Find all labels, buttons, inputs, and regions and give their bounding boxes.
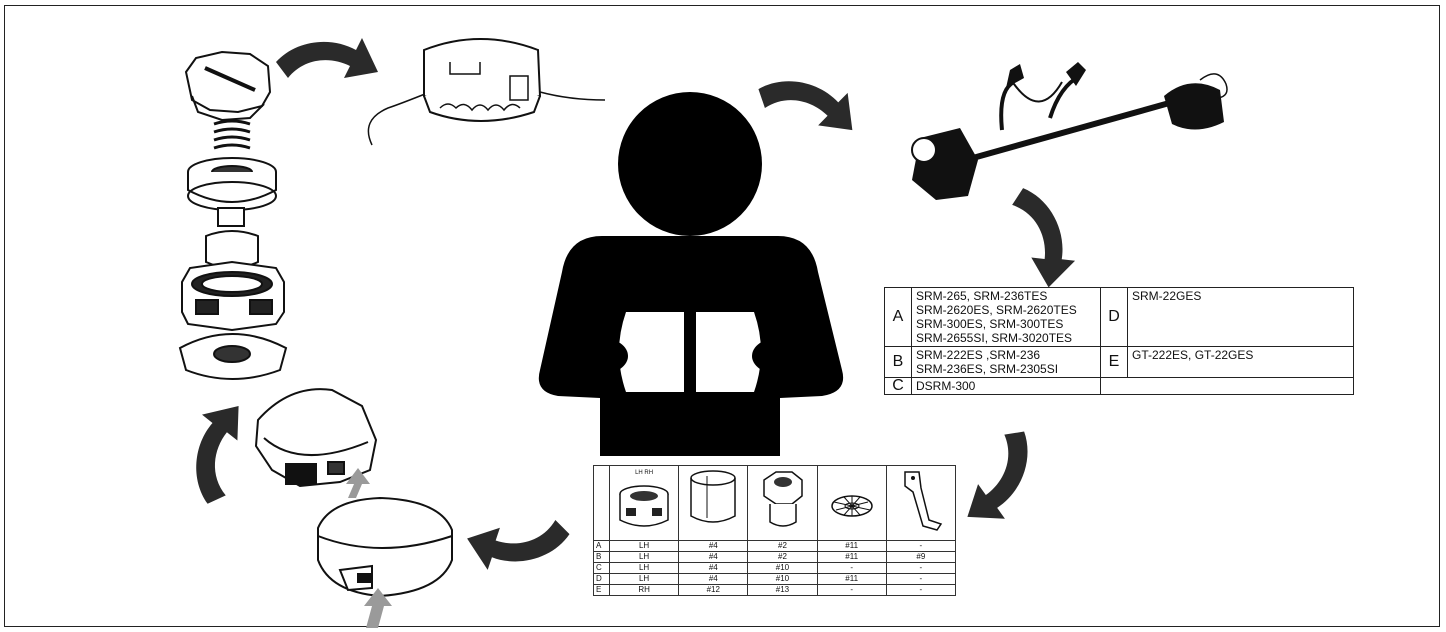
head-cap-insert-icon bbox=[318, 498, 452, 596]
empty-cell bbox=[594, 466, 610, 541]
model-key: A bbox=[885, 288, 912, 347]
empty-cell bbox=[1101, 378, 1354, 395]
model-key: E bbox=[1101, 347, 1128, 378]
model-list: SRM-22GES bbox=[1128, 288, 1354, 347]
table-row: C LH #4 #10 - - bbox=[594, 563, 956, 574]
bracket-part-icon bbox=[891, 466, 951, 534]
table-row: B SRM-222ES ,SRM-236 SRM-236ES, SRM-2305… bbox=[885, 347, 1354, 378]
model-list: GT-222ES, GT-22GES bbox=[1128, 347, 1354, 378]
lh-rh-label: LH RH bbox=[610, 468, 678, 478]
model-list: DSRM-300 bbox=[912, 378, 1101, 395]
table-row: D LH #4 #10 #11 - bbox=[594, 574, 956, 585]
nut-part-icon bbox=[752, 466, 812, 534]
person-reading-manual-icon bbox=[539, 92, 843, 456]
bracket-part bbox=[886, 466, 955, 541]
spool-head-exploded-icon bbox=[180, 52, 286, 379]
parts-image-row: LH RH bbox=[594, 466, 956, 541]
table-row: A LH #4 #2 #11 - bbox=[594, 541, 956, 552]
model-key: D bbox=[1101, 288, 1128, 347]
nut-part bbox=[748, 466, 817, 541]
table-row: C DSRM-300 bbox=[885, 378, 1354, 395]
model-table: A SRM-265, SRM-236TES SRM-2620ES, SRM-26… bbox=[884, 287, 1354, 395]
washer-part-icon bbox=[822, 466, 882, 534]
head-housing-part: LH RH bbox=[610, 466, 679, 541]
table-row: B LH #4 #2 #11 #9 bbox=[594, 552, 956, 563]
model-list: SRM-222ES ,SRM-236 SRM-236ES, SRM-2305SI bbox=[912, 347, 1101, 378]
washer-part bbox=[817, 466, 886, 541]
head-housing-part-icon bbox=[614, 478, 674, 536]
table-row: A SRM-265, SRM-236TES SRM-2620ES, SRM-26… bbox=[885, 288, 1354, 347]
assembled-head-with-line-icon bbox=[368, 39, 605, 145]
sleeve-part-icon bbox=[683, 466, 743, 534]
sleeve-part bbox=[679, 466, 748, 541]
model-key: B bbox=[885, 347, 912, 378]
brushcutter-icon bbox=[912, 62, 1227, 200]
parts-table: LH RH bbox=[593, 465, 956, 596]
table-row: E RH #12 #13 - - bbox=[594, 585, 956, 596]
model-key: C bbox=[885, 378, 912, 395]
model-list: SRM-265, SRM-236TES SRM-2620ES, SRM-2620… bbox=[912, 288, 1101, 347]
